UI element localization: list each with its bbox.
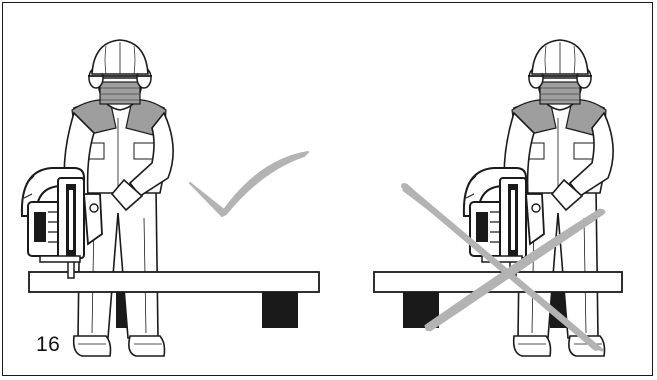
figure-number: 16 [36, 333, 61, 356]
check-mark-icon [189, 151, 309, 217]
x-mark-icon [401, 183, 606, 352]
table-plank [28, 271, 320, 293]
support-block [262, 291, 298, 328]
panel-correct [20, 39, 320, 357]
panel-incorrect [373, 39, 623, 357]
